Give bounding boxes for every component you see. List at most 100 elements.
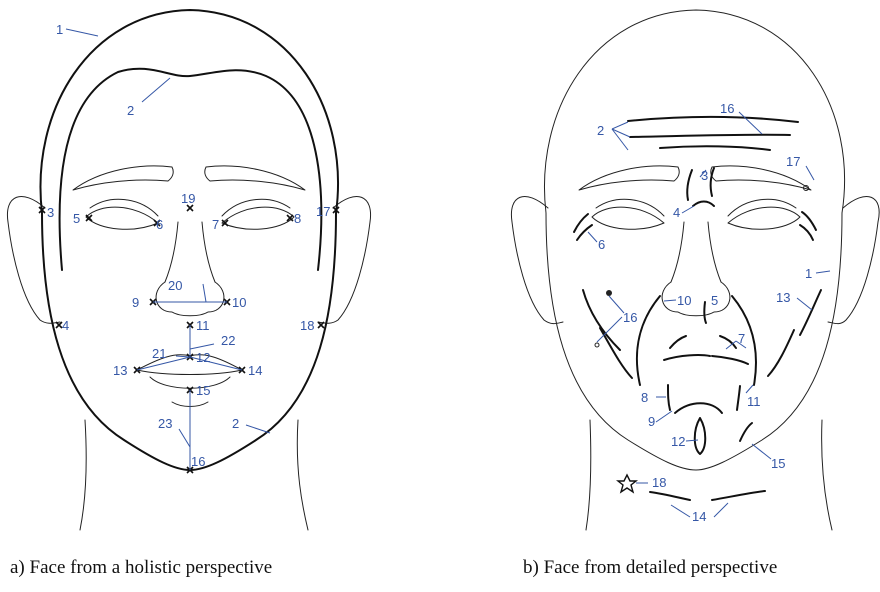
landmark-marks <box>39 205 339 473</box>
marionette-right <box>737 386 740 410</box>
brow-crease <box>693 202 714 207</box>
label-a-11: 11 <box>196 318 210 333</box>
left-ear-b <box>511 197 563 324</box>
neck-right <box>297 420 308 530</box>
label-b-1: 1 <box>805 266 812 281</box>
head-outline-b <box>544 10 844 470</box>
glabella-line-left <box>687 170 692 200</box>
label-a-16: 16 <box>191 454 205 469</box>
label-b-16b: 16 <box>623 310 637 325</box>
label-b-13: 13 <box>776 290 790 305</box>
label-a-3: 3 <box>47 205 54 220</box>
label-b-5: 5 <box>711 293 718 308</box>
label-a-9: 9 <box>132 295 139 310</box>
label-b-18: 18 <box>652 475 666 490</box>
label-a-8: 8 <box>294 211 301 226</box>
right-eye-b <box>728 207 800 229</box>
neck-right-b <box>822 420 832 530</box>
philtrum-line <box>704 302 706 323</box>
caption-holistic: a) Face from a holistic perspective <box>10 557 272 579</box>
right-eye <box>222 207 294 229</box>
lip-crease-left <box>664 355 710 360</box>
neck-left-b <box>586 420 591 530</box>
label-b-3: 3 <box>701 168 708 183</box>
label-a-6: 6 <box>156 217 163 232</box>
mouth-line-right <box>720 336 736 348</box>
label-a-19: 19 <box>181 191 195 206</box>
label-b-16a: 16 <box>720 101 734 116</box>
label-a-18: 18 <box>300 318 314 333</box>
nose-right-b <box>708 222 721 282</box>
label-a-7: 7 <box>212 217 219 232</box>
label-b-6: 6 <box>598 237 605 252</box>
label-b-15: 15 <box>771 456 785 471</box>
label-a-12: 12 <box>196 350 210 365</box>
crows-feet-right-2 <box>800 225 813 240</box>
nose-bottom-b <box>662 282 730 316</box>
label-a-15: 15 <box>196 383 210 398</box>
forehead-wrinkle-top <box>628 117 798 122</box>
left-eye-b <box>592 207 664 229</box>
cheek-line-right <box>800 290 821 335</box>
label-b-11: 11 <box>747 394 761 409</box>
star-icon <box>618 475 636 492</box>
holistic-face-panel: 1 2 19 3 5 6 7 8 17 20 9 10 4 11 18 22 2… <box>7 10 370 530</box>
marionette-left <box>668 385 670 410</box>
chin-crease-b <box>675 403 722 413</box>
label-b-9: 9 <box>648 414 655 429</box>
forehead-wrinkle-16 <box>660 146 770 150</box>
label-a-21: 21 <box>152 346 166 361</box>
label-a-5: 5 <box>73 211 80 226</box>
label-b-2: 2 <box>597 123 604 138</box>
forehead-wrinkle-bottom <box>630 135 790 137</box>
label-b-10: 10 <box>677 293 691 308</box>
mole-16a <box>606 290 612 296</box>
cheek-line-left <box>583 290 620 350</box>
chin-dimple <box>695 418 706 454</box>
nasolabial-left <box>637 296 660 385</box>
neck-left <box>80 420 86 530</box>
cheek-fold-right <box>768 330 794 376</box>
label-a-10: 10 <box>232 295 246 310</box>
head-outline <box>40 10 338 470</box>
label-b-17: 17 <box>786 154 800 169</box>
label-a-20: 20 <box>168 278 182 293</box>
jaw-scar <box>740 423 752 441</box>
holistic-leaders <box>66 29 270 470</box>
left-eyebrow <box>73 166 173 190</box>
label-a-1: 1 <box>56 22 63 37</box>
crows-feet-left-2 <box>577 225 592 240</box>
hairline <box>60 69 322 270</box>
detailed-face-panel: 16 2 3 17 4 6 1 13 10 5 16 7 8 11 9 12 1… <box>511 10 879 530</box>
label-a-13: 13 <box>113 363 127 378</box>
glabella-line-right <box>711 168 714 196</box>
label-a-2: 2 <box>127 103 134 118</box>
label-b-14: 14 <box>692 509 706 524</box>
cheek-fold-left <box>600 328 632 378</box>
mouth-line-left <box>670 336 686 348</box>
label-a-14: 14 <box>248 363 262 378</box>
left-eye <box>86 207 158 229</box>
left-eyebrow-b <box>579 166 679 190</box>
label-b-12: 12 <box>671 434 685 449</box>
label-a-23: 23 <box>158 416 172 431</box>
mole-16b <box>595 343 599 347</box>
nose-bottom <box>156 282 224 316</box>
caption-detailed: b) Face from detailed perspective <box>523 557 777 579</box>
right-eyebrow-b <box>711 166 811 190</box>
label-b-4: 4 <box>673 205 680 220</box>
lower-lip <box>150 377 230 388</box>
neck-line-right <box>712 491 765 500</box>
lip-crease-right <box>712 356 748 364</box>
neck-line-left <box>650 492 690 500</box>
label-b-7: 7 <box>738 331 745 346</box>
holistic-labels: 1 2 19 3 5 6 7 8 17 20 9 10 4 11 18 22 2… <box>47 22 330 469</box>
label-a-22: 22 <box>221 333 235 348</box>
label-a-2b: 2 <box>232 416 239 431</box>
label-a-17: 17 <box>316 204 330 219</box>
nose-left-b <box>671 222 684 282</box>
label-b-8: 8 <box>641 390 648 405</box>
label-a-4: 4 <box>62 318 69 333</box>
nose-bridge-left <box>165 222 178 282</box>
